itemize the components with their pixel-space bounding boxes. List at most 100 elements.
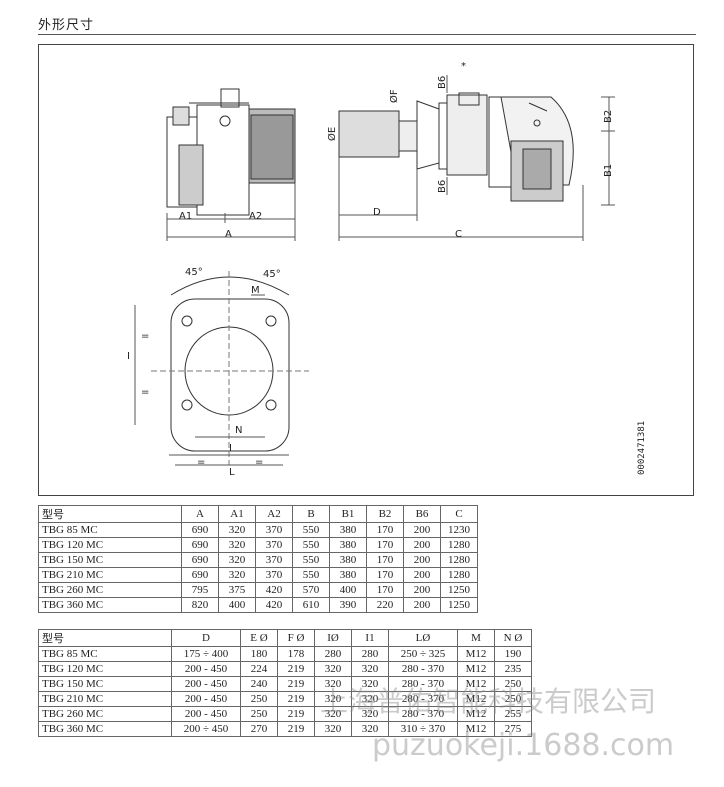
label-eq-1: = [141, 331, 149, 342]
watermark-url: puzuokeji.1688.com [372, 728, 675, 763]
table-cell: TBG 210 MC [38, 567, 182, 583]
table-cell: 310 ÷ 370 [388, 721, 458, 737]
label-a1: A1 [179, 211, 192, 222]
table-cell: 320 [218, 567, 256, 583]
table-cell: 610 [292, 597, 330, 613]
column-header: F Ø [277, 629, 315, 647]
title-divider [38, 34, 696, 35]
table-cell: 200 [403, 537, 441, 553]
table-cell: 420 [255, 582, 293, 598]
table-cell: TBG 260 MC [38, 582, 182, 598]
table-cell: 255 [494, 706, 532, 722]
column-header: B1 [329, 505, 367, 523]
column-header: A2 [255, 505, 293, 523]
column-header: A [181, 505, 219, 523]
label-m: M [251, 285, 260, 296]
table-cell: TBG 120 MC [38, 537, 182, 553]
table-cell: 200 [403, 582, 441, 598]
label-f: ØF [388, 89, 400, 103]
column-header: 型号 [38, 505, 182, 523]
label-eq-2: = [141, 387, 149, 398]
table-cell: TBG 85 MC [38, 522, 182, 538]
table-cell: 550 [292, 552, 330, 568]
column-header: M [457, 629, 495, 647]
table-cell: 820 [181, 597, 219, 613]
table-cell: 280 - 370 [388, 676, 458, 692]
table-cell: 200 ÷ 450 [171, 721, 241, 737]
table-cell: 400 [329, 582, 367, 598]
table-cell: 1280 [440, 537, 478, 553]
table-cell: 320 [218, 552, 256, 568]
table-cell: 320 [314, 706, 352, 722]
table-cell: 370 [255, 522, 293, 538]
page-title: 外形尺寸 [38, 18, 95, 33]
table-cell: 235 [494, 661, 532, 677]
table-cell: TBG 210 MC [38, 691, 172, 707]
table-cell: 370 [255, 537, 293, 553]
table-cell: TBG 260 MC [38, 706, 172, 722]
table-cell: 1250 [440, 582, 478, 598]
table-cell: 170 [366, 522, 404, 538]
flange-view [151, 271, 309, 465]
table-cell: 200 [403, 522, 441, 538]
label-b1: B1 [603, 164, 614, 177]
label-b2: B2 [603, 110, 614, 123]
table-cell: 250 ÷ 325 [388, 646, 458, 662]
label-i-left: I [127, 351, 130, 362]
dimension-drawing: A1 A2 A D C B2 B1 B6 B6 ØE ØF * 45° 45° … [38, 44, 694, 496]
label-a2: A2 [249, 211, 262, 222]
table-cell: 550 [292, 522, 330, 538]
table-cell: 1280 [440, 567, 478, 583]
table-cell: 219 [277, 721, 315, 737]
dimension-lines [134, 75, 615, 466]
label-angle-right: 45° [263, 269, 281, 280]
table-cell: TBG 150 MC [38, 676, 172, 692]
table-cell: 320 [314, 661, 352, 677]
table-header-row: 型号 D E Ø F Ø IØ I1 LØ M N Ø [38, 629, 532, 647]
label-eq-4: = [255, 457, 263, 468]
table-cell: 690 [181, 567, 219, 583]
table-cell: 175 ÷ 400 [171, 646, 241, 662]
table-cell: 690 [181, 537, 219, 553]
table-cell: 200 [403, 567, 441, 583]
table-cell: M12 [457, 676, 495, 692]
table-cell: 200 - 450 [171, 661, 241, 677]
table-cell: 550 [292, 567, 330, 583]
table-cell: 200 - 450 [171, 691, 241, 707]
table-cell: 370 [255, 552, 293, 568]
label-b6-bottom: B6 [437, 180, 448, 193]
column-header: B6 [403, 505, 441, 523]
table-cell: 400 [218, 597, 256, 613]
table-cell: TBG 85 MC [38, 646, 172, 662]
table-cell: 280 - 370 [388, 691, 458, 707]
table-cell: 190 [494, 646, 532, 662]
table-cell: 420 [255, 597, 293, 613]
column-header: A1 [218, 505, 256, 523]
table-cell: 178 [277, 646, 315, 662]
table-cell: 380 [329, 567, 367, 583]
table-cell: 320 [351, 721, 389, 737]
label-e: ØE [326, 127, 338, 141]
column-header: C [440, 505, 478, 523]
label-star: * [461, 61, 466, 72]
table-cell: 200 [403, 552, 441, 568]
table-cell: 370 [255, 567, 293, 583]
column-header: N Ø [494, 629, 532, 647]
table-cell: 690 [181, 522, 219, 538]
table-cell: 200 [403, 597, 441, 613]
table-cell: 380 [329, 552, 367, 568]
table-cell: 380 [329, 522, 367, 538]
column-header: B2 [366, 505, 404, 523]
drawing-svg: A1 A2 A D C B2 B1 B6 B6 ØE ØF * 45° 45° … [127, 61, 615, 478]
table-cell: TBG 360 MC [38, 597, 182, 613]
column-header: LØ [388, 629, 458, 647]
table-cell: TBG 360 MC [38, 721, 172, 737]
table-cell: 280 - 370 [388, 661, 458, 677]
